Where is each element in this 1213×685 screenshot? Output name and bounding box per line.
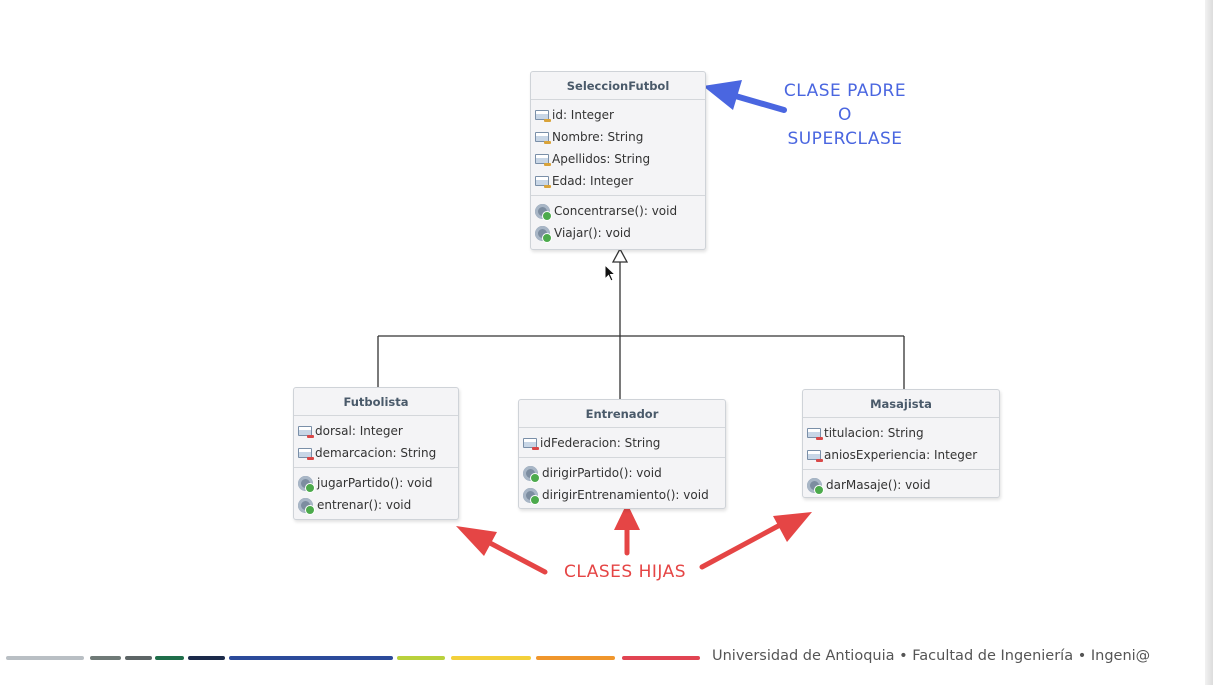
operation-row: darMasaje(): void xyxy=(803,474,999,496)
operation-row: Concentrarse(): void xyxy=(531,200,705,222)
inheritance-connectors xyxy=(377,262,905,400)
generalization-triangle xyxy=(611,247,629,263)
class-name: Masajista xyxy=(803,390,999,418)
attribute-icon xyxy=(535,176,551,188)
operations-section: Concentrarse(): void Viajar(): void xyxy=(531,195,705,247)
operation-row: Viajar(): void xyxy=(531,222,705,244)
class-futbolista[interactable]: Futbolista dorsal: Integer demarcacion: … xyxy=(293,387,459,520)
attribute-row: aniosExperiencia: Integer xyxy=(803,444,999,466)
class-seleccionfutbol[interactable]: SeleccionFutbol id: Integer Nombre: Stri… xyxy=(530,71,706,250)
attribute-row: Edad: Integer xyxy=(531,170,705,192)
operation-row: entrenar(): void xyxy=(294,494,458,516)
attribute-icon xyxy=(535,132,551,144)
gear-icon xyxy=(535,225,552,243)
gear-icon xyxy=(523,465,540,483)
class-name: Futbolista xyxy=(294,388,458,416)
class-name: Entrenador xyxy=(519,400,725,428)
attribute-icon xyxy=(807,450,823,462)
annotation-line: CLASE PADRE xyxy=(783,81,907,101)
gear-icon xyxy=(807,477,824,495)
class-entrenador[interactable]: Entrenador idFederacion: String dirigirP… xyxy=(518,399,726,509)
operation-row: dirigirEntrenamiento(): void xyxy=(519,484,725,506)
class-name: SeleccionFutbol xyxy=(531,72,705,100)
parent-arrow xyxy=(703,80,787,113)
gear-icon xyxy=(535,203,552,221)
attribute-row: Nombre: String xyxy=(531,126,705,148)
children-arrows xyxy=(456,503,812,575)
gear-icon xyxy=(523,487,540,505)
attribute-row: titulacion: String xyxy=(803,422,999,444)
operation-row: jugarPartido(): void xyxy=(294,472,458,494)
attribute-icon xyxy=(535,110,551,122)
attribute-icon xyxy=(535,154,551,166)
attributes-section: dorsal: Integer demarcacion: String xyxy=(294,416,458,467)
operations-section: jugarPartido(): void entrenar(): void xyxy=(294,467,458,519)
operation-row: dirigirPartido(): void xyxy=(519,462,725,484)
attribute-icon xyxy=(298,426,314,438)
attribute-icon xyxy=(298,448,314,460)
attribute-row: id: Integer xyxy=(531,104,705,126)
attribute-row: dorsal: Integer xyxy=(294,420,458,442)
operations-section: darMasaje(): void xyxy=(803,469,999,499)
attribute-icon xyxy=(807,428,823,440)
annotation-line: O xyxy=(838,105,852,125)
attributes-section: idFederacion: String xyxy=(519,428,725,457)
child-classes-annotation: CLASES HIJAS xyxy=(563,562,687,582)
annotation-line: SUPERCLASE xyxy=(787,129,903,149)
parent-class-annotation: CLASE PADRE O SUPERCLASE xyxy=(770,79,920,151)
attributes-section: id: Integer Nombre: String Apellidos: St… xyxy=(531,100,705,195)
class-masajista[interactable]: Masajista titulacion: String aniosExperi… xyxy=(802,389,1000,498)
right-edge-shadow xyxy=(1205,0,1213,685)
attribute-row: Apellidos: String xyxy=(531,148,705,170)
gear-icon xyxy=(298,497,315,515)
attribute-row: idFederacion: String xyxy=(519,432,725,454)
operations-section: dirigirPartido(): void dirigirEntrenamie… xyxy=(519,457,725,509)
attribute-icon xyxy=(523,438,539,450)
attribute-row: demarcacion: String xyxy=(294,442,458,464)
gear-icon xyxy=(298,475,315,493)
mouse-cursor-icon xyxy=(604,264,617,282)
attributes-section: titulacion: String aniosExperiencia: Int… xyxy=(803,418,999,469)
footer-text: Universidad de Antioquia • Facultad de I… xyxy=(712,648,1151,664)
